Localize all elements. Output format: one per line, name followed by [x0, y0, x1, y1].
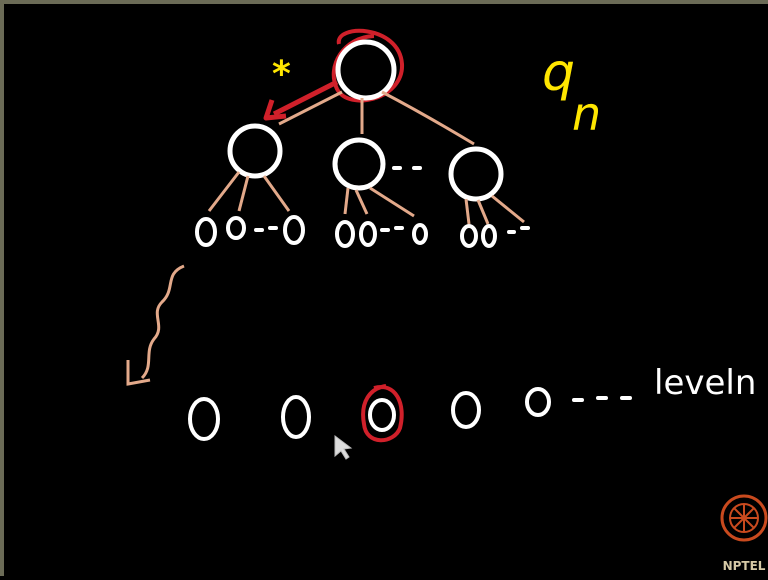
tree-diagram: * q n leveln NPTEL	[126, 28, 768, 573]
highlight-arrowhead	[263, 99, 287, 121]
descent-arrowhead	[126, 360, 151, 386]
child-node-left	[227, 123, 283, 179]
root-edge-left	[278, 90, 343, 126]
leaf-edges	[207, 171, 525, 225]
descent-arrow	[140, 264, 185, 380]
level-n-nodes	[188, 387, 551, 441]
cursor-pointer	[334, 435, 353, 460]
level-n-dashes	[572, 396, 632, 402]
root-edge-right	[381, 90, 475, 146]
state-label: q	[542, 43, 575, 103]
star-marker: *	[272, 54, 291, 95]
leaf-dashes	[254, 226, 530, 234]
child-node-right	[448, 146, 504, 202]
nptel-logo: NPTEL	[720, 494, 768, 573]
level-n-highlight	[361, 384, 404, 443]
highlight-arrow	[272, 79, 339, 117]
nptel-logo-text: NPTEL	[723, 559, 766, 573]
level-label: leveln	[654, 363, 756, 403]
child-node-middle	[332, 137, 386, 191]
leaf-nodes	[195, 215, 497, 248]
root-node	[335, 39, 397, 101]
state-subscript: n	[572, 87, 601, 141]
